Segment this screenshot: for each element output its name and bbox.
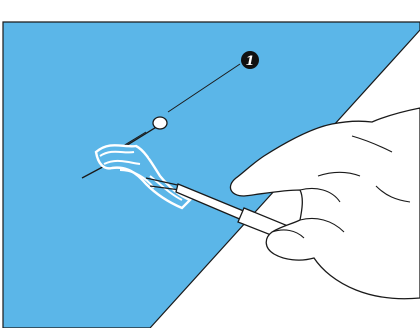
- callout-number: 1: [245, 54, 254, 69]
- callout-marker: 1: [241, 51, 259, 69]
